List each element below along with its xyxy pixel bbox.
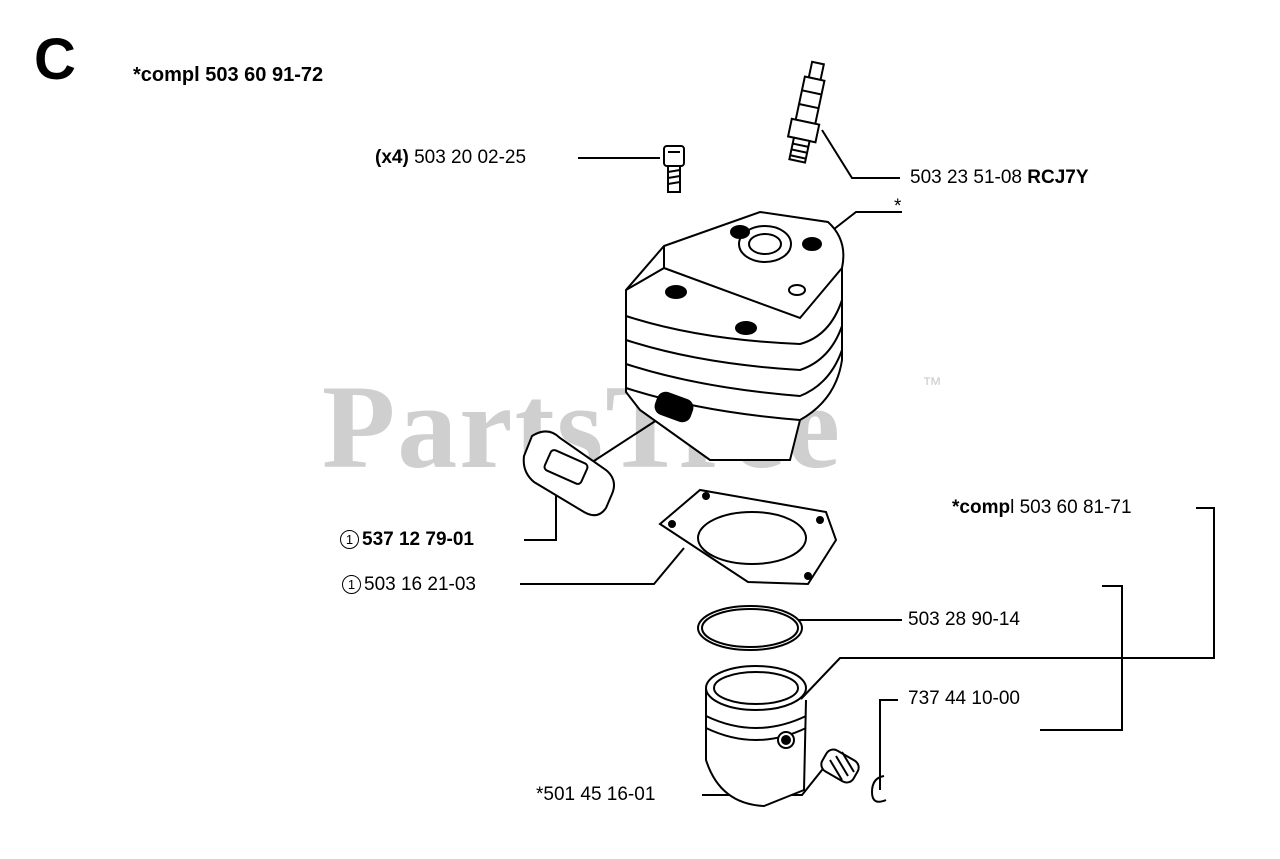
ref-marker: 1 [340,530,359,549]
circlip-drawing [870,775,887,803]
screw-drawing [663,145,685,193]
leader-exhaust-gasket [524,478,557,541]
exhaust-gasket-drawing [522,430,615,517]
assembly-title: *compl 503 60 91-72 [133,64,324,86]
label-piston-kit-prefix: *comp [952,497,1011,518]
base-gasket-drawing [658,488,838,586]
label-screw-qty: (x4) [375,147,409,168]
trademark-symbol: ™ [922,374,942,396]
piston-ring-drawing [697,605,803,651]
label-circlip: 737 44 10-00 [908,688,1020,709]
bracket-piston-kit [1040,585,1123,731]
label-piston-kit: *compl 503 60 81-71 [952,497,1132,519]
label-spark-plug-part: 503 23 51-08 [910,167,1022,188]
ref-marker: 1 [342,575,361,594]
section-letter: C [34,27,76,92]
label-screw: (x4) 503 20 02-25 [375,147,526,169]
needle-bearing-drawing [820,748,860,784]
cylinder-drawing [625,210,845,461]
piston-drawing [705,665,807,808]
leader-base-gasket [520,547,685,585]
label-piston-ring: 503 28 90-14 [908,609,1020,630]
label-cylinder: * [894,196,902,217]
label-base-gasket-part: 503 16 21-03 [364,574,476,595]
label-spark-plug-code: RCJ7Y [1027,167,1089,188]
label-spark-plug: 503 23 51-08 RCJ7Y [910,167,1089,189]
label-piston-kit-suffix: l 503 60 81-71 [1010,497,1132,518]
label-needle-bearing: *501 45 16-01 [536,784,656,805]
leader-circlip [879,699,898,790]
spark-plug-drawing [786,60,826,164]
leader-spark-plug [821,129,900,179]
label-exhaust-gasket-part: 537 12 79-01 [362,529,474,550]
leader-piston [799,507,1215,701]
label-screw-part: 503 20 02-25 [414,147,527,168]
